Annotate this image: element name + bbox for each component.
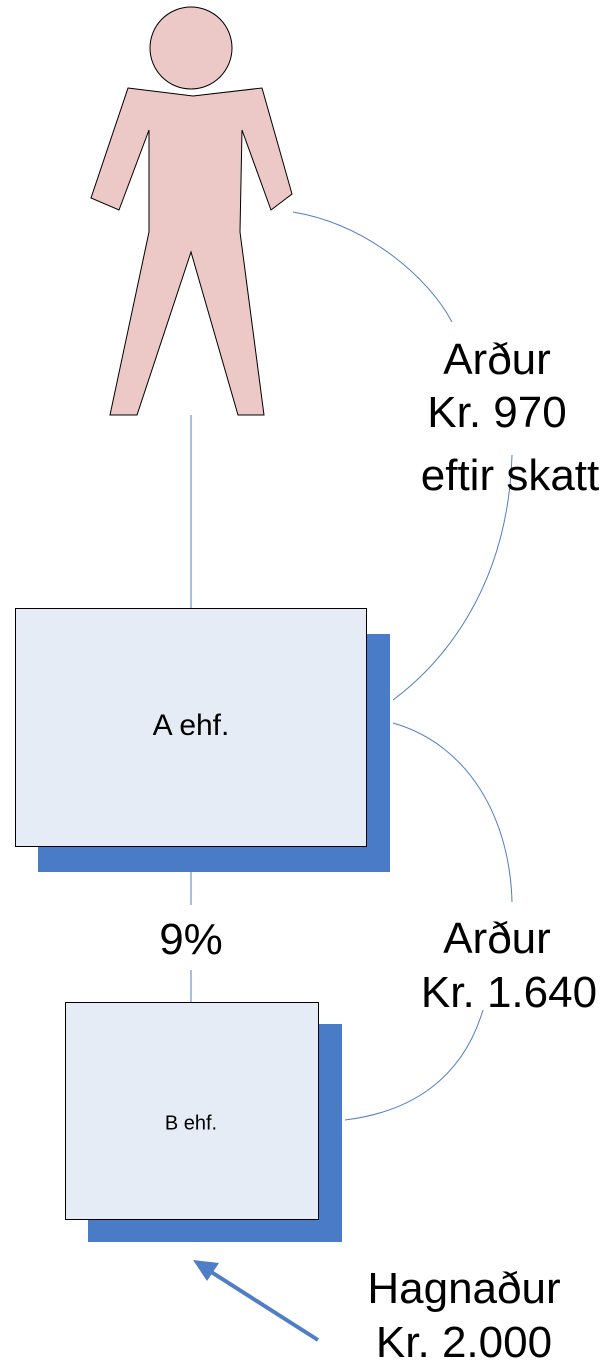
dividend-arc-person [292,211,453,323]
profit-arrow-icon [193,1260,320,1342]
company-a-label: A ehf. [153,709,230,742]
dividend-arc-a-lower [392,722,513,903]
person-icon [90,6,293,416]
dividend-a-line1: Arður [443,335,551,384]
company-b-face [65,1002,319,1220]
profit-line1: Hagnaður [367,1264,560,1313]
company-b-box [65,1002,342,1242]
dividend-b-line2: Kr. 1.640 [421,968,597,1017]
dividend-arc-b [344,1009,484,1121]
company-a-face [15,608,367,847]
dividend-a-line3: eftir skatt [421,451,600,500]
profit-line2: Kr. 2.000 [376,1318,552,1364]
dividend-a-line2: Kr. 970 [427,388,566,437]
company-a-box [15,608,390,872]
company-b-label: B ehf. [165,1112,217,1134]
dividend-arc-a [392,454,513,701]
dividend-b-line1: Arður [443,914,551,963]
ownership-percentage: 9% [159,915,223,964]
